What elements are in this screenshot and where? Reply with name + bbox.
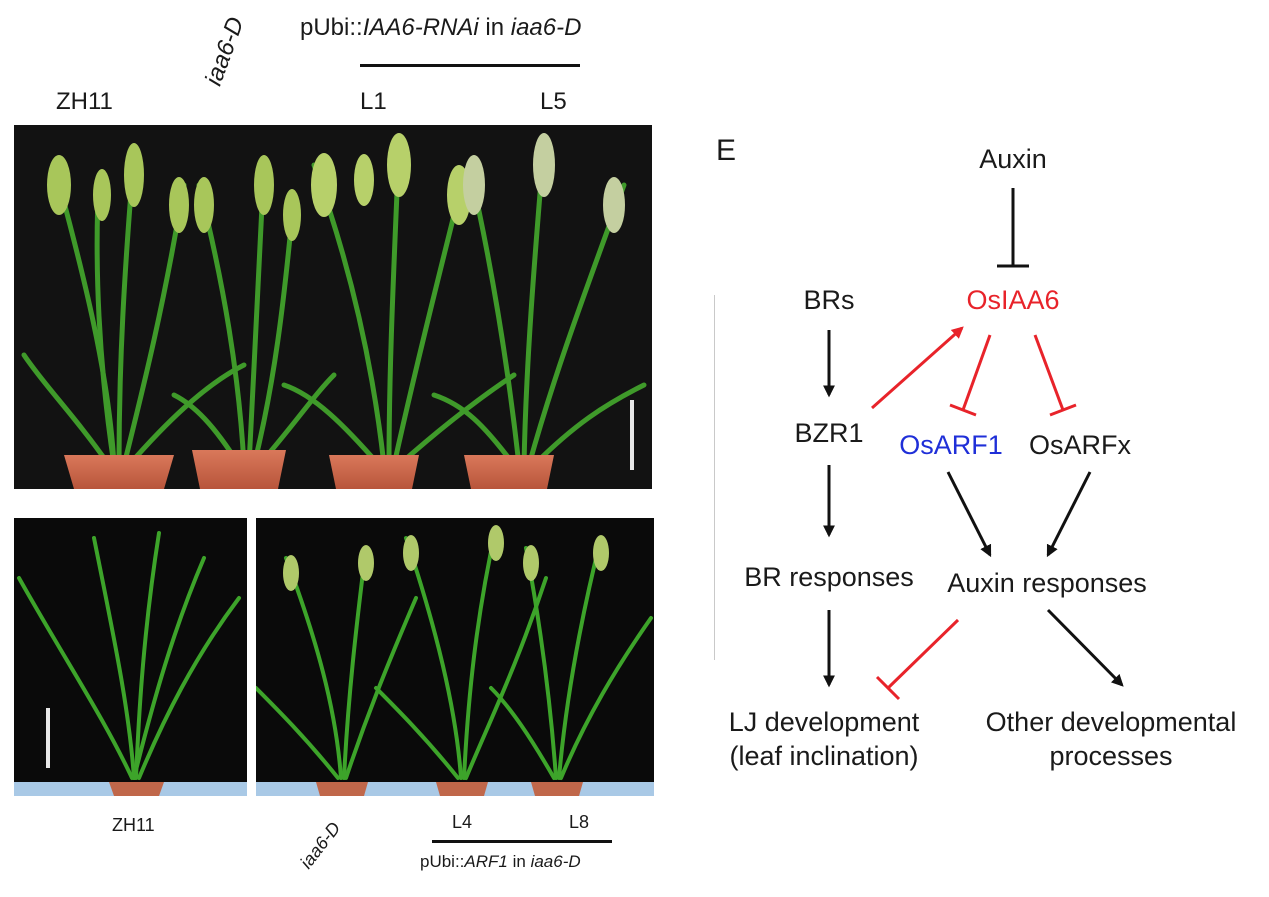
top-construct-label: pUbi::IAA6-RNAi in iaa6-D <box>300 14 581 42</box>
label-zh11-bottom: ZH11 <box>112 815 155 835</box>
label-l1-top: L1 <box>360 88 387 115</box>
rice-plants-illustration <box>14 125 652 489</box>
edge-osarf1-to-auxin-responses <box>946 471 992 558</box>
edge-bzr1-to-osiaa6 <box>871 326 964 410</box>
rice-plants-arf1 <box>256 518 654 796</box>
edge-osarfx-to-auxin-responses <box>1046 471 1092 558</box>
bottom-construct-label: pUbi::ARF1 in iaa6-D <box>420 852 581 872</box>
node-other-line1: Other developmental <box>985 707 1237 737</box>
construct2-gene: ARF1 <box>464 852 508 871</box>
construct-gene: IAA6-RNAi <box>362 14 479 41</box>
construct-background: iaa6-D <box>510 14 582 41</box>
edge-auxin-inhibits-osiaa6 <box>997 188 1029 268</box>
node-osiaa6: OsIAA6 <box>966 285 1060 315</box>
label-l8-bottom: L8 <box>569 812 590 832</box>
panel-letter-e: E <box>716 134 737 167</box>
scale-bar-bottom <box>46 708 50 768</box>
node-brs: BRs <box>803 285 855 315</box>
label-l4-bottom: L4 <box>452 812 473 832</box>
node-auxin: Auxin <box>979 144 1047 174</box>
rice-plant-zh11 <box>14 518 247 796</box>
node-other-line2: processes <box>1049 741 1173 771</box>
bottom-right-plant-photo <box>256 518 654 796</box>
edge-auxin-responses-inhibits-lj <box>875 618 960 701</box>
node-osarf1: OsARF1 <box>899 430 1003 460</box>
construct2-mid: in <box>507 852 531 871</box>
bottom-construct-bar <box>432 840 612 843</box>
node-other-processes: Other developmental processes <box>986 705 1237 773</box>
bottom-left-plant-photo <box>14 518 247 796</box>
construct-mid: in <box>478 14 511 41</box>
node-lj-development: LJ development (leaf inclination) <box>729 705 920 773</box>
scale-bar-top <box>630 400 634 470</box>
node-auxin-responses: Auxin responses <box>947 568 1147 598</box>
label-zh11-top: ZH11 <box>56 88 113 115</box>
node-bzr1: BZR1 <box>794 418 864 448</box>
edge-osiaa6-inhibits-osarfx <box>1033 334 1077 417</box>
node-osarfx: OsARFx <box>1028 430 1132 460</box>
construct2-background: iaa6-D <box>530 852 581 871</box>
construct-prefix: pUbi:: <box>300 14 363 41</box>
top-construct-bar <box>360 64 580 67</box>
panel-divider <box>714 295 715 660</box>
top-plant-photo <box>14 125 652 489</box>
label-l5-top: L5 <box>540 88 567 115</box>
node-lj-line1: LJ development <box>728 707 920 737</box>
node-lj-line2: (leaf inclination) <box>729 741 919 771</box>
construct2-prefix: pUbi:: <box>420 852 465 871</box>
edge-auxin-responses-to-other <box>1046 608 1124 687</box>
edge-osiaa6-inhibits-osarf1 <box>949 334 992 417</box>
node-br-responses: BR responses <box>744 562 914 592</box>
